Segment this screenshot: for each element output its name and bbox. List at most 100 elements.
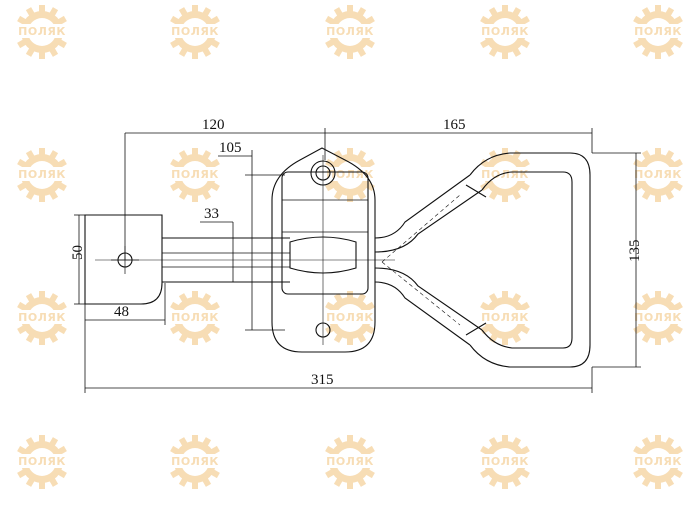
gear-tooth <box>39 195 45 202</box>
latch-drawing <box>74 128 641 393</box>
dim-33-label: 33 <box>204 206 219 222</box>
watermark-logo: ПОЛЯК <box>161 435 229 489</box>
watermark-logo: ПОЛЯК <box>316 291 384 345</box>
logo-text: ПОЛЯК <box>634 25 682 38</box>
gear-tooth <box>192 338 198 345</box>
gear-tooth <box>655 5 661 12</box>
gear-tooth <box>502 338 508 345</box>
watermark-logo: ПОЛЯК <box>161 291 229 345</box>
logo-band <box>471 167 539 181</box>
gear-tooth <box>192 482 198 489</box>
logo-text: ПОЛЯК <box>481 311 529 324</box>
logo-band <box>161 310 229 324</box>
gear-tooth <box>655 291 661 298</box>
watermark-logo: ПОЛЯК <box>316 5 384 59</box>
logo-band <box>8 24 76 38</box>
gear-tooth <box>655 148 661 155</box>
logo-text: ПОЛЯК <box>326 455 374 468</box>
logo-band <box>624 454 692 468</box>
dim-120-label: 120 <box>202 117 225 133</box>
upper-arm <box>374 174 471 239</box>
watermark-logo: ПОЛЯК <box>624 291 692 345</box>
logo-band <box>471 24 539 38</box>
logo-band <box>624 24 692 38</box>
gear-tooth <box>502 291 508 298</box>
logo-text: ПОЛЯК <box>171 25 219 38</box>
logo-text: ПОЛЯК <box>481 25 529 38</box>
watermark-logo: ПОЛЯК <box>161 5 229 59</box>
handle-joint-bottom <box>465 322 487 336</box>
dim-48-label: 48 <box>114 304 129 320</box>
logo-band <box>161 167 229 181</box>
arm-upper-dashed <box>381 194 461 263</box>
watermark-logo: ПОЛЯК <box>8 435 76 489</box>
gear-tooth <box>655 482 661 489</box>
gear-tooth <box>502 482 508 489</box>
watermark-logo: ПОЛЯК <box>316 148 384 202</box>
gear-tooth <box>39 291 45 298</box>
logo-text: ПОЛЯК <box>18 168 66 181</box>
handle-joint-top <box>465 184 487 198</box>
lower-arm <box>374 281 471 346</box>
gear-tooth <box>502 435 508 442</box>
upper-arm-inner <box>374 189 483 253</box>
left-bracket <box>84 214 163 305</box>
gear-tooth <box>39 482 45 489</box>
watermark-logo: ПОЛЯК <box>624 5 692 59</box>
arm-lower-dashed <box>381 261 461 326</box>
watermark-logo: ПОЛЯК <box>471 148 539 202</box>
center-plate-inner <box>281 171 369 295</box>
logo-text: ПОЛЯК <box>18 25 66 38</box>
dim-135-label: 135 <box>627 240 643 263</box>
watermark-logo: ПОЛЯК <box>8 291 76 345</box>
logo-band <box>8 310 76 324</box>
gear-tooth <box>655 195 661 202</box>
dim-165-label: 165 <box>443 117 466 133</box>
logo-band <box>316 310 384 324</box>
logo-text: ПОЛЯК <box>326 25 374 38</box>
gear-tooth <box>655 52 661 59</box>
gear-tooth <box>192 52 198 59</box>
gear-tooth <box>192 5 198 12</box>
logo-text: ПОЛЯК <box>18 455 66 468</box>
watermark-logo: ПОЛЯК <box>161 148 229 202</box>
logo-band <box>624 310 692 324</box>
gear-tooth <box>192 148 198 155</box>
gear-tooth <box>347 148 353 155</box>
watermark-logo: ПОЛЯК <box>471 291 539 345</box>
logo-text: ПОЛЯК <box>481 455 529 468</box>
dim-50-label: 50 <box>70 245 86 260</box>
logo-text: ПОЛЯК <box>634 311 682 324</box>
logo-band <box>316 454 384 468</box>
logo-text: ПОЛЯК <box>634 168 682 181</box>
gear-tooth <box>502 195 508 202</box>
logo-band <box>471 310 539 324</box>
gear-tooth <box>39 52 45 59</box>
gear-tooth <box>655 435 661 442</box>
gear-tooth <box>192 435 198 442</box>
gear-tooth <box>347 195 353 202</box>
dimension-lines <box>74 128 641 393</box>
handle-outer <box>469 152 591 368</box>
logo-text: ПОЛЯК <box>326 311 374 324</box>
logo-text: ПОЛЯК <box>171 311 219 324</box>
gear-tooth <box>502 5 508 12</box>
gear-tooth <box>39 5 45 12</box>
watermark-logo: ПОЛЯК <box>624 435 692 489</box>
logo-text: ПОЛЯК <box>18 311 66 324</box>
watermark-logo: ПОЛЯК <box>624 148 692 202</box>
gear-tooth <box>502 52 508 59</box>
gear-tooth <box>655 338 661 345</box>
watermark-logo: ПОЛЯК <box>471 5 539 59</box>
watermark-logo: ПОЛЯК <box>8 5 76 59</box>
gear-tooth <box>39 338 45 345</box>
gear-tooth <box>192 291 198 298</box>
gear-tooth <box>347 52 353 59</box>
gear-tooth <box>347 338 353 345</box>
dim-315-label: 315 <box>311 372 334 388</box>
logo-band <box>471 454 539 468</box>
watermark-logo: ПОЛЯК <box>316 435 384 489</box>
logo-text: ПОЛЯК <box>481 168 529 181</box>
dim-105-label: 105 <box>219 140 242 156</box>
